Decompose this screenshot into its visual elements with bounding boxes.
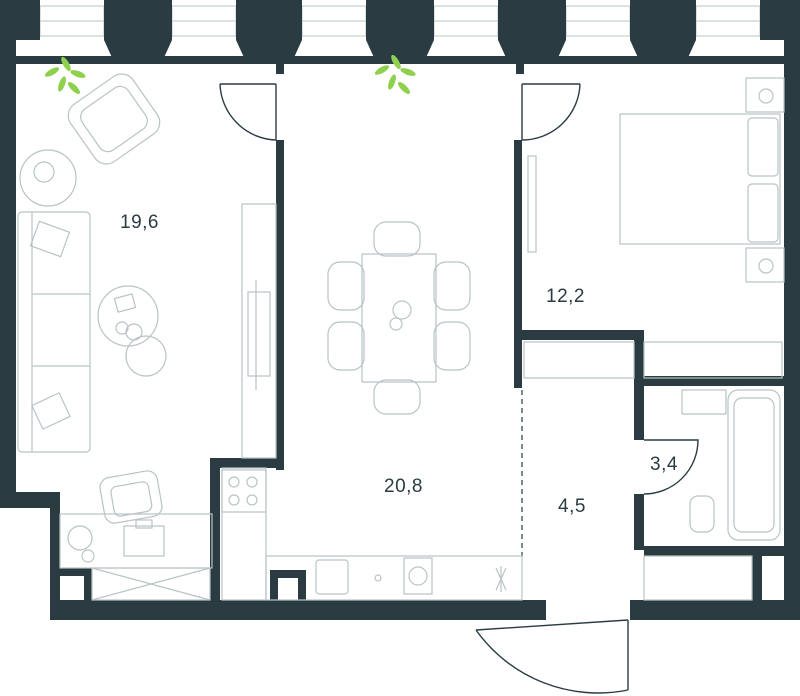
hallway-area: 4,5 <box>558 496 586 517</box>
bedroom-furniture <box>523 77 785 379</box>
bedroom-area: 12,2 <box>546 286 585 307</box>
doors <box>219 83 699 694</box>
bathroom-furniture <box>643 389 781 601</box>
kitchen-dining-area: 20,8 <box>384 476 423 497</box>
plant-icon <box>374 54 416 95</box>
windows <box>39 5 761 37</box>
dining-furniture <box>221 54 523 601</box>
walls <box>0 0 800 620</box>
living-room-area: 19,6 <box>120 212 159 233</box>
living-room-furniture <box>17 56 277 601</box>
plant-icon <box>44 56 86 95</box>
bathroom-area: 3,4 <box>650 454 678 475</box>
